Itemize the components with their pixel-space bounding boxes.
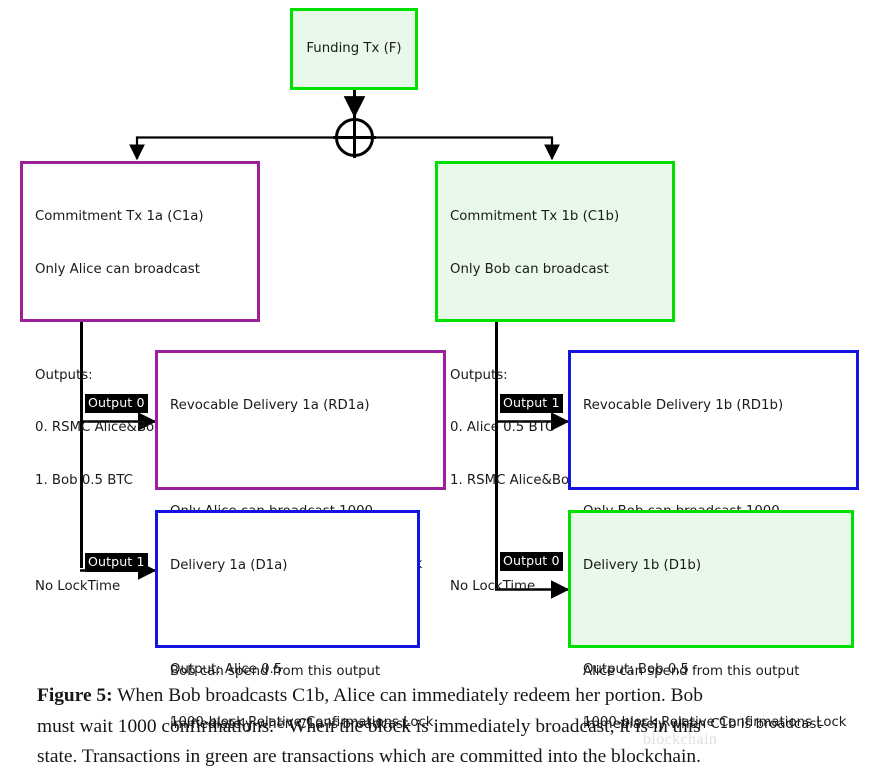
node-delivery-1a[interactable]: Delivery 1a (D1a) Bob can spend from thi… bbox=[155, 510, 420, 732]
c1b-spacer-1 bbox=[450, 314, 661, 332]
d1a-spacer-1 bbox=[170, 610, 406, 628]
node-revocable-delivery-1a[interactable]: Revocable Delivery 1a (RD1a) Only Alice … bbox=[155, 350, 446, 730]
c1a-line-7: No LockTime bbox=[35, 578, 121, 594]
c1a-line-0: Commitment Tx 1a (C1a) bbox=[35, 209, 204, 225]
node-funding-tx[interactable]: Funding Tx (F) bbox=[290, 8, 418, 90]
c1a-line-3: Outputs: bbox=[35, 367, 93, 383]
figure-caption: Figure 5: When Bob broadcasts C1b, Alice… bbox=[37, 681, 837, 767]
rd1b-line-5: Output: Bob 0.5 bbox=[583, 662, 689, 678]
port-label-c1a-output-1: Output 1 bbox=[85, 553, 148, 572]
c1b-line-4: 0. Alice 0.5 BTC bbox=[450, 420, 555, 436]
rd1a-line-6: 1000-block Relative Confirmations Lock bbox=[170, 714, 434, 730]
port-label-c1a-output-0: Output 0 bbox=[85, 394, 148, 413]
c1b-line-3: Outputs: bbox=[450, 367, 508, 383]
d1a-line-2: Bob can spend from this output bbox=[170, 663, 381, 679]
rd1a-line-0: Revocable Delivery 1a (RD1a) bbox=[170, 398, 370, 414]
c1b-line-7: No LockTime bbox=[450, 578, 536, 594]
caption-label: Figure 5: bbox=[37, 685, 113, 706]
rd1a-line-5: Output: Alice 0.5 bbox=[170, 662, 283, 678]
watermark-text: blockchain bbox=[643, 731, 718, 748]
node-delivery-1b[interactable]: Delivery 1b (D1b) Alice can spend from t… bbox=[568, 510, 854, 732]
c1a-spacer-1 bbox=[35, 314, 246, 332]
rd1a-spacer-1 bbox=[170, 450, 432, 468]
caption-line-0: Figure 5: When Bob broadcasts C1b, Alice… bbox=[37, 681, 837, 712]
port-label-c1b-output-1: Output 1 bbox=[500, 394, 563, 413]
c1b-line-1: Only Bob can broadcast bbox=[450, 261, 609, 277]
caption-text-0: When Bob broadcasts C1b, Alice can immed… bbox=[117, 685, 703, 706]
rd1b-line-0: Revocable Delivery 1b (RD1b) bbox=[583, 398, 784, 414]
node-commitment-tx-1a[interactable]: Commitment Tx 1a (C1a) Only Alice can br… bbox=[20, 161, 260, 594]
funding-tx-title: Funding Tx (F) bbox=[306, 41, 402, 57]
d1a-line-3: immediately when C1a is broadcast bbox=[170, 716, 409, 732]
port-label-c1b-output-0: Output 0 bbox=[500, 552, 563, 571]
node-revocable-delivery-1b[interactable]: Revocable Delivery 1b (RD1b) Only Bob ca… bbox=[568, 350, 859, 730]
d1b-line-3: immediately when C1b is broadcast bbox=[583, 716, 822, 732]
d1a-line-0: Delivery 1a (D1a) bbox=[170, 558, 288, 574]
c1a-line-1: Only Alice can broadcast bbox=[35, 261, 200, 277]
caption-line-1: must wait 1000 confirmations. When the b… bbox=[37, 715, 701, 737]
c1b-line-0: Commitment Tx 1b (C1b) bbox=[450, 209, 620, 225]
d1b-spacer-1 bbox=[583, 610, 840, 628]
circle-plus-junction bbox=[333, 115, 376, 158]
caption-line-2: state. Transactions in green are transac… bbox=[37, 746, 701, 767]
c1a-line-5: 1. Bob 0.5 BTC bbox=[35, 473, 133, 489]
d1b-line-2: Alice can spend from this output bbox=[583, 663, 800, 679]
rd1b-spacer-1 bbox=[583, 450, 845, 468]
d1b-line-0: Delivery 1b (D1b) bbox=[583, 558, 702, 574]
node-commitment-tx-1b[interactable]: Commitment Tx 1b (C1b) Only Bob can broa… bbox=[435, 161, 675, 594]
rd1b-line-6: 1000-block Relative Confirmations Lock bbox=[583, 714, 847, 730]
